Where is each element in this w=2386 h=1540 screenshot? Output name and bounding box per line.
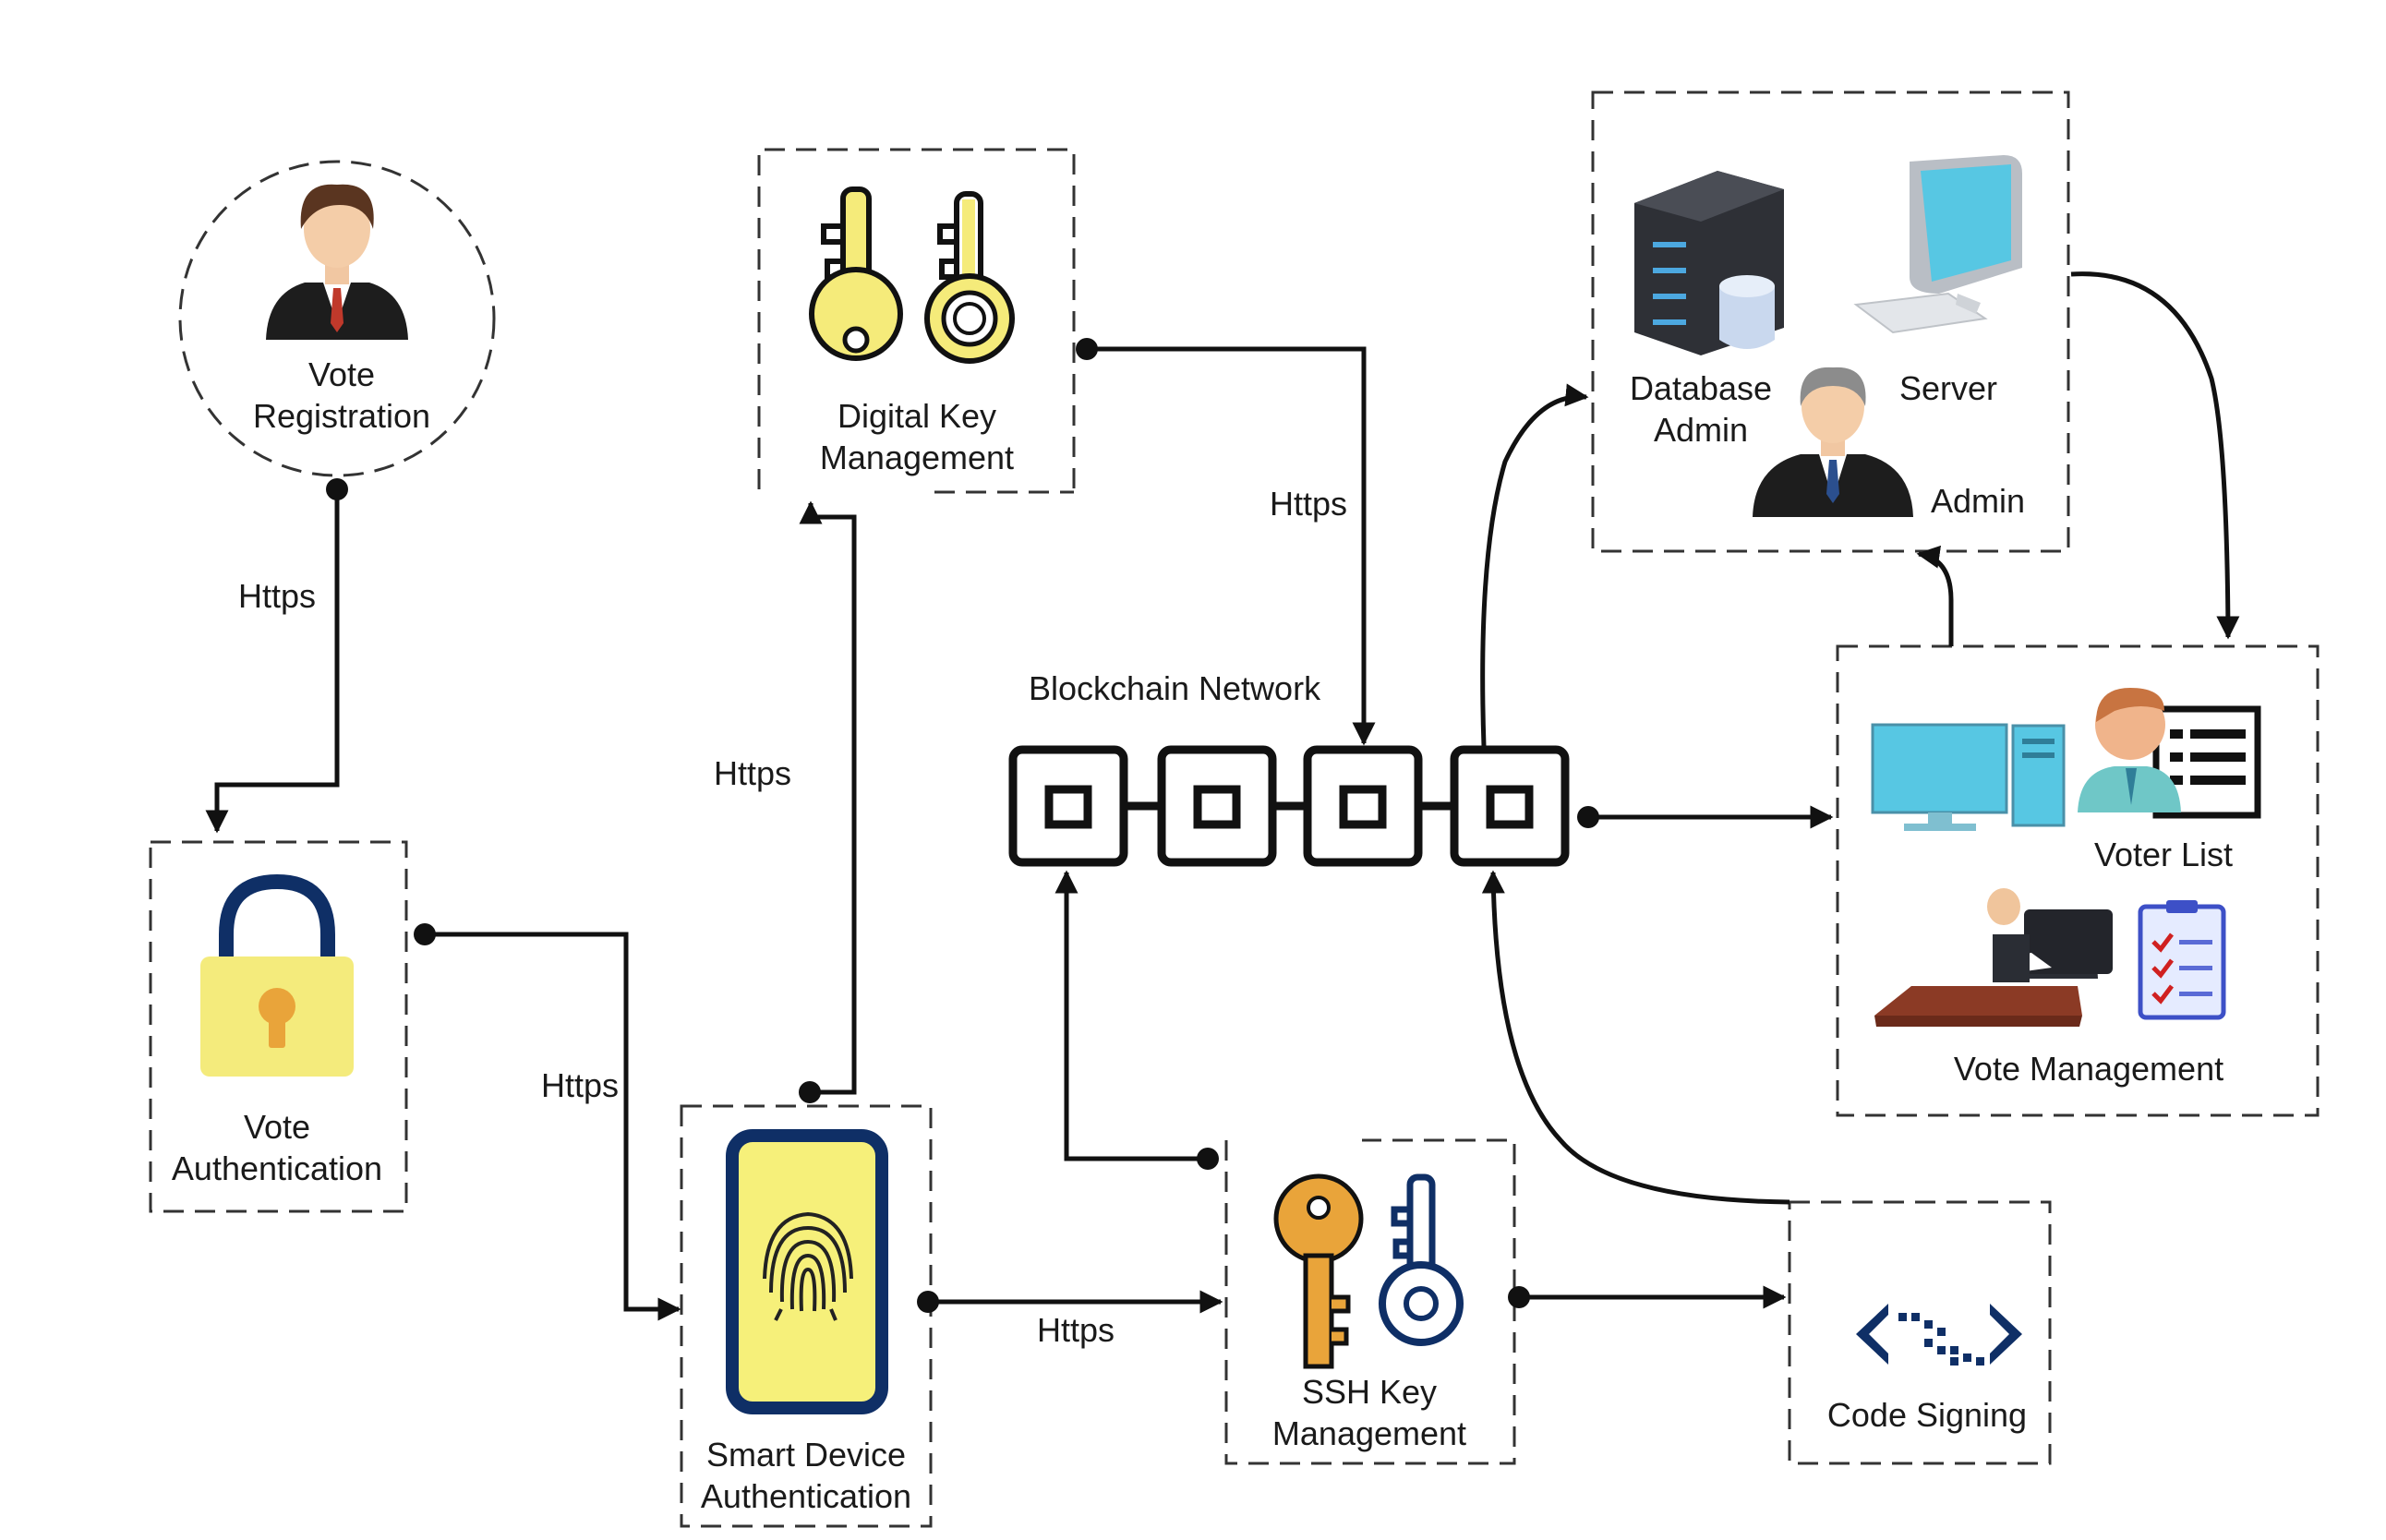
edge-admin-to-vote-management: [2070, 271, 2240, 640]
smart-device-label-1: Smart Device: [706, 1436, 906, 1474]
vote-authentication-label-1: Vote: [244, 1108, 310, 1146]
code-signing-label: Code Signing: [1827, 1396, 2027, 1434]
voter-list-label: Voter List: [2094, 836, 2233, 873]
edge-label-device-ssh: Https: [1037, 1311, 1115, 1349]
edge-chain-to-vote-management: [1577, 805, 1834, 829]
connectors: Https Https Https Https Https: [205, 271, 2240, 1349]
vote-authentication-border: [149, 840, 408, 1213]
server-monitor-icon: [1853, 155, 2022, 334]
blockchain-network-label: Blockchain Network: [1029, 669, 1321, 707]
voter-person-icon: [266, 184, 408, 340]
smart-device-border: [680, 1104, 933, 1528]
digital-key-node: Digital Key Management: [757, 148, 1076, 494]
server-label: Server: [1899, 369, 1997, 407]
edge-ssh-to-chain: [1054, 870, 1219, 1170]
admin-label: Admin: [1931, 482, 2025, 520]
vote-registration-node: Vote Registration: [178, 160, 496, 477]
edge-code-signing-to-chain: [1481, 870, 1790, 1205]
voter-list-icon: [2078, 688, 2261, 819]
edge-label-registration: Https: [238, 577, 316, 615]
vote-registration-label-2: Registration: [253, 397, 430, 435]
edge-label-authentication: Https: [541, 1066, 619, 1104]
vote-management-border: [1836, 644, 2320, 1117]
ssh-key-label-2: Management: [1272, 1414, 1466, 1452]
blockchain-blocks-icon: [1008, 745, 1570, 867]
fingerprint-phone-icon: [726, 1129, 888, 1414]
blockchain-network-node: Blockchain Network: [1008, 669, 1570, 867]
admin-person-icon: [1753, 367, 1913, 517]
code-brackets-icon: [1856, 1304, 2022, 1366]
official-at-desk-icon: [1874, 888, 2113, 1027]
ssh-key-node: SSH Key Management: [1224, 1138, 1516, 1465]
ssh-key-border: [1224, 1138, 1516, 1465]
smart-device-label-2: Authentication: [701, 1477, 911, 1515]
edge-digital-key-to-chain: Https: [1076, 338, 1376, 746]
edge-label-key-chain: Https: [1270, 485, 1347, 523]
outline-key-icon: [924, 191, 1015, 364]
edge-chain-to-admin: [1480, 383, 1589, 747]
vote-authentication-label-2: Authentication: [172, 1149, 382, 1187]
vote-registration-border: [178, 160, 496, 477]
vote-registration-label-1: Vote: [308, 355, 375, 393]
edge-device-to-digital-key: Https: [714, 500, 857, 1103]
digital-key-border: [757, 148, 1076, 489]
edge-label-device-key: Https: [714, 754, 791, 792]
edge-vote-management-to-admin: [1916, 545, 1954, 646]
database-server-icon: [1634, 171, 1784, 355]
vote-management-label: Vote Management: [1954, 1050, 2223, 1088]
clipboard-checklist-icon: [2138, 900, 2226, 1020]
edge-registration-to-authentication: Https: [205, 478, 348, 834]
desktop-computer-icon: [1871, 723, 2066, 831]
admin-group-border: [1591, 90, 2070, 553]
edge-ssh-to-code-signing: [1508, 1285, 1787, 1309]
padlock-icon: [200, 873, 354, 1077]
database-admin-label-1: Database: [1630, 369, 1772, 407]
orange-key-icon: [1273, 1173, 1364, 1369]
digital-key-label-1: Digital Key: [838, 397, 996, 435]
gold-key-icon: [809, 186, 903, 361]
vote-management-node: Voter List Vote Management: [1836, 644, 2320, 1117]
database-admin-label-2: Admin: [1654, 411, 1748, 449]
ssh-key-label-1: SSH Key: [1302, 1373, 1437, 1411]
digital-key-label-2: Management: [820, 439, 1014, 476]
vote-authentication-node: Vote Authentication: [149, 840, 408, 1213]
admin-group-node: Database Admin Server Admin: [1591, 90, 2070, 553]
edge-authentication-to-device: Https: [414, 923, 681, 1321]
navy-key-icon: [1379, 1173, 1464, 1346]
smart-device-node: Smart Device Authentication: [680, 1104, 933, 1528]
code-signing-border: [1788, 1200, 2052, 1465]
edge-device-to-ssh: Https: [917, 1290, 1223, 1349]
code-signing-node: Code Signing: [1788, 1200, 2052, 1465]
